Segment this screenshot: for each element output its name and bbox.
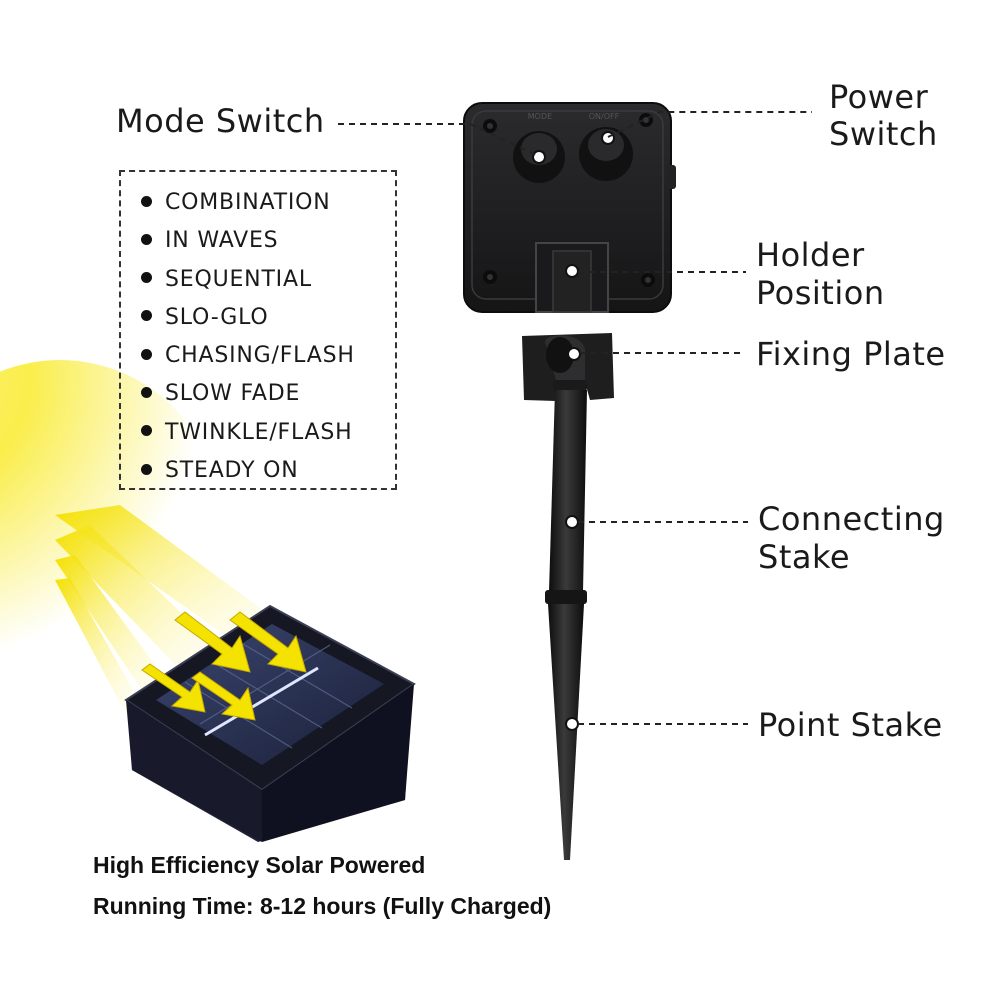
list-item: SLO-GLO <box>141 299 395 337</box>
point-stake-label: Point Stake <box>758 706 943 744</box>
callout-lines <box>338 111 812 725</box>
bullet-icon <box>141 310 152 322</box>
fixing-plate-label: Fixing Plate <box>756 335 946 373</box>
on-off-emboss: ON/OFF <box>589 112 620 121</box>
mode-switch-line <box>338 123 539 157</box>
list-item: STEADY ON <box>141 452 395 490</box>
connecting-stake-label-line1: Connecting <box>758 500 945 538</box>
mode-switch-label: Mode Switch <box>116 102 325 140</box>
list-item: TWINKLE/FLASH <box>141 414 395 452</box>
mode-list: COMBINATION IN WAVES SEQUENTIAL SLO-GLO … <box>121 172 395 490</box>
connecting-stake-label-line2: Stake <box>758 538 851 576</box>
bullet-icon <box>141 195 152 207</box>
mode-list-box: COMBINATION IN WAVES SEQUENTIAL SLO-GLO … <box>119 170 397 490</box>
arrow-down-right-icon <box>141 611 307 721</box>
list-item: IN WAVES <box>141 222 395 260</box>
bullet-icon <box>141 348 152 360</box>
power-switch-label-line2: Switch <box>829 115 938 153</box>
list-item: CHASING/FLASH <box>141 337 395 375</box>
mode-switch-button[interactable] <box>513 131 565 183</box>
bullet-icon <box>141 233 152 245</box>
bullet-icon <box>141 386 152 398</box>
power-switch-line <box>607 111 812 138</box>
solar-panel <box>124 604 416 842</box>
list-item: SEQUENTIAL <box>141 261 395 299</box>
bullet-icon <box>141 463 152 475</box>
mode-emboss: MODE <box>528 112 552 121</box>
stake <box>522 333 614 860</box>
list-item: COMBINATION <box>141 184 395 222</box>
bullet-icon <box>141 425 152 437</box>
power-switch-button[interactable] <box>579 127 633 181</box>
control-box: MODE ON/OFF <box>463 102 676 313</box>
caption-headline: High Efficiency Solar Powered <box>93 852 426 878</box>
power-switch-label-line1: Power <box>829 78 929 116</box>
caption-runtime: Running Time: 8-12 hours (Fully Charged) <box>93 893 552 919</box>
holder-position-label-line2: Position <box>756 274 885 312</box>
bullet-icon <box>141 272 152 284</box>
holder-socket <box>535 242 609 313</box>
holder-position-label-line1: Holder <box>756 236 865 274</box>
list-item: SLOW FADE <box>141 375 395 413</box>
